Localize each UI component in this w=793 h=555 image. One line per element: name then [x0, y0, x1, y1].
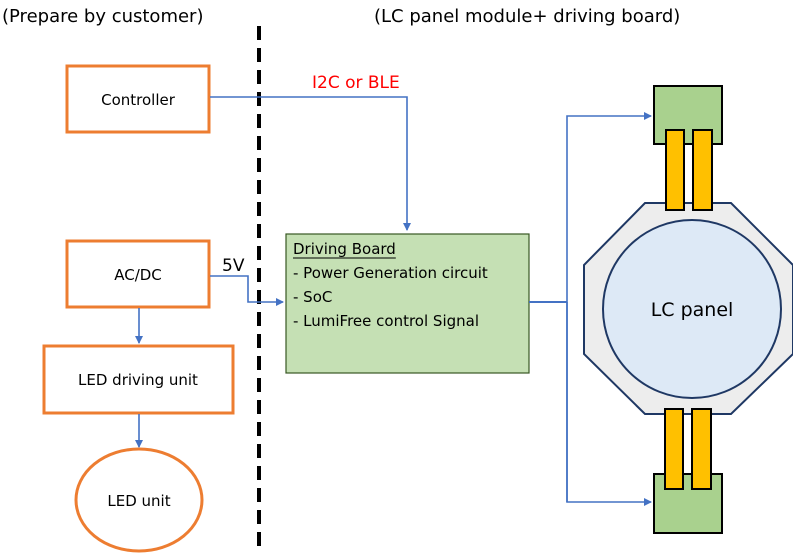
- driving-board-item: - SoC: [293, 288, 332, 306]
- controller-label: Controller: [101, 91, 176, 109]
- board-to-bottom-connector-arrow: [566, 302, 652, 506]
- protocol-label: I2C or BLE: [312, 73, 400, 93]
- lc-panel-label: LC panel: [651, 299, 734, 321]
- module-section-header: (LC panel module+ driving board): [374, 6, 680, 27]
- driving-board-item: - Power Generation circuit: [293, 264, 488, 282]
- controller-to-board-arrow: [210, 96, 411, 231]
- top-flex-cable-right: [692, 129, 713, 211]
- led-unit-label: LED unit: [107, 492, 170, 510]
- controller-block: Controller: [65, 64, 211, 134]
- lc-panel: [602, 219, 782, 399]
- driving-board-item: - LumiFree control Signal: [293, 312, 479, 330]
- bottom-flex-cable-right: [691, 408, 712, 490]
- voltage-label: 5V: [222, 256, 245, 276]
- acdc-to-board-arrow: [210, 275, 284, 306]
- led-driving-unit-label: LED driving unit: [78, 371, 198, 389]
- customer-section-header: (Prepare by customer): [2, 6, 203, 27]
- led-unit-block: LED unit: [74, 447, 204, 553]
- led-driving-unit-block: LED driving unit: [42, 344, 235, 415]
- driving-board-title: Driving Board: [293, 240, 396, 258]
- bottom-flex-cable-left: [664, 408, 684, 490]
- acdc-label: AC/DC: [114, 266, 162, 284]
- acdc-block: AC/DC: [65, 239, 211, 309]
- driving-board-block: Driving Board - Power Generation circuit…: [285, 233, 530, 374]
- top-flex-cable-left: [665, 129, 685, 211]
